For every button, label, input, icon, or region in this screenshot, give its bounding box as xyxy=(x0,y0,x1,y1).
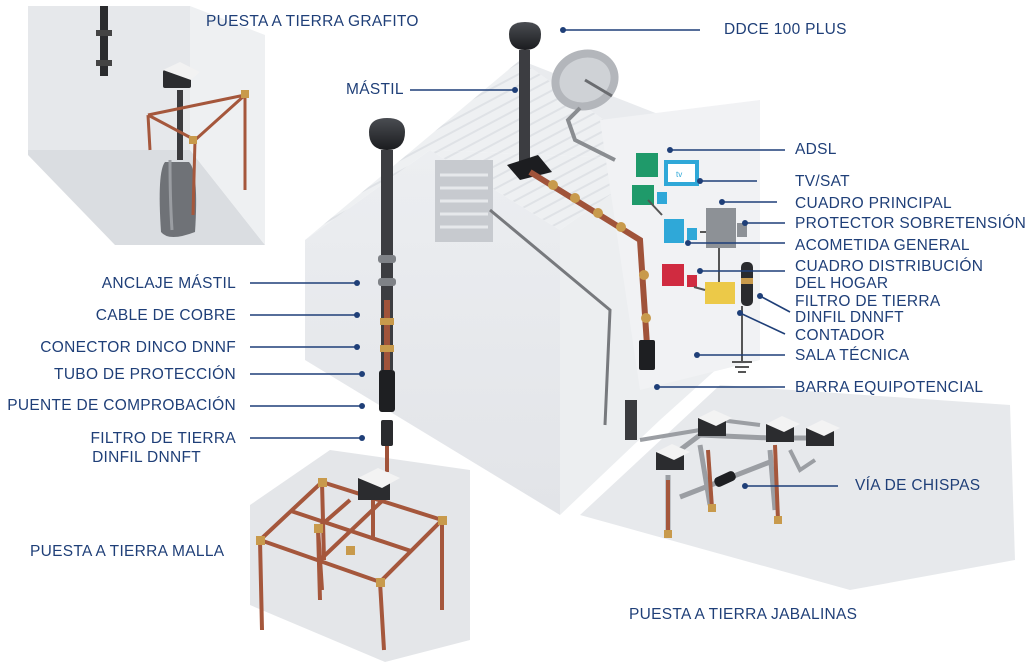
label-distribution-board-1: CUADRO DISTRIBUCIÓN xyxy=(795,258,984,275)
leader-lines xyxy=(250,27,838,489)
label-mast: MÁSTIL xyxy=(346,81,404,98)
technical-room-devices: tv xyxy=(632,153,753,373)
label-technical-room: SALA TÉCNICA xyxy=(795,347,910,364)
label-ddce: DDCE 100 PLUS xyxy=(724,21,847,38)
mesh-connectors xyxy=(256,478,447,587)
label-tv-sat: TV/SAT xyxy=(795,173,850,190)
label-meter: CONTADOR xyxy=(795,327,885,344)
label-mast-anchor: ANCLAJE MÁSTIL xyxy=(101,275,236,292)
tv-screen-label: tv xyxy=(676,170,682,179)
label-graphite-ground: PUESTA A TIERRA GRAFITO xyxy=(206,13,419,30)
label-equipotential-bar: BARRA EQUIPOTENCIAL xyxy=(795,379,984,396)
label-copper-cable: CABLE DE COBRE xyxy=(95,307,236,324)
label-ground-filter-left-1: FILTRO DE TIERRA xyxy=(90,430,236,447)
label-mesh-ground: PUESTA A TIERRA MALLA xyxy=(30,543,225,560)
satellite-dish xyxy=(551,49,619,162)
label-adsl: ADSL xyxy=(795,141,837,158)
label-ground-filter-right-2: DINFIL DNNFT xyxy=(795,309,904,326)
label-protection-tube: TUBO DE PROTECCIÓN xyxy=(54,366,236,383)
label-distribution-board-2: DEL HOGAR xyxy=(795,275,889,292)
mesh-ground-block xyxy=(250,450,470,662)
rods-ground-block xyxy=(580,385,1015,590)
house xyxy=(305,60,760,515)
rods-ground xyxy=(639,410,840,538)
label-surge-protector: PROTECTOR SOBRETENSIÓN xyxy=(795,215,1027,232)
label-service-entrance: ACOMETIDA GENERAL xyxy=(795,237,970,254)
label-ground-filter-left-2: DINFIL DNNFT xyxy=(92,449,201,466)
graphite-ground-panel xyxy=(28,6,265,245)
label-main-panel: CUADRO PRINCIPAL xyxy=(795,195,952,212)
right-mast xyxy=(507,22,655,440)
mesh-inspection-box xyxy=(358,468,400,500)
label-spark-gap: VÍA DE CHISPAS xyxy=(855,477,981,494)
label-test-link: PUENTE DE COMPROBACIÓN xyxy=(7,397,236,414)
label-rods-ground: PUESTA A TIERRA JABALINAS xyxy=(629,606,858,623)
label-ground-filter-right-1: FILTRO DE TIERRA xyxy=(795,293,941,310)
label-connector: CONECTOR DINCO DNNF xyxy=(40,339,236,356)
left-mast xyxy=(369,118,405,472)
